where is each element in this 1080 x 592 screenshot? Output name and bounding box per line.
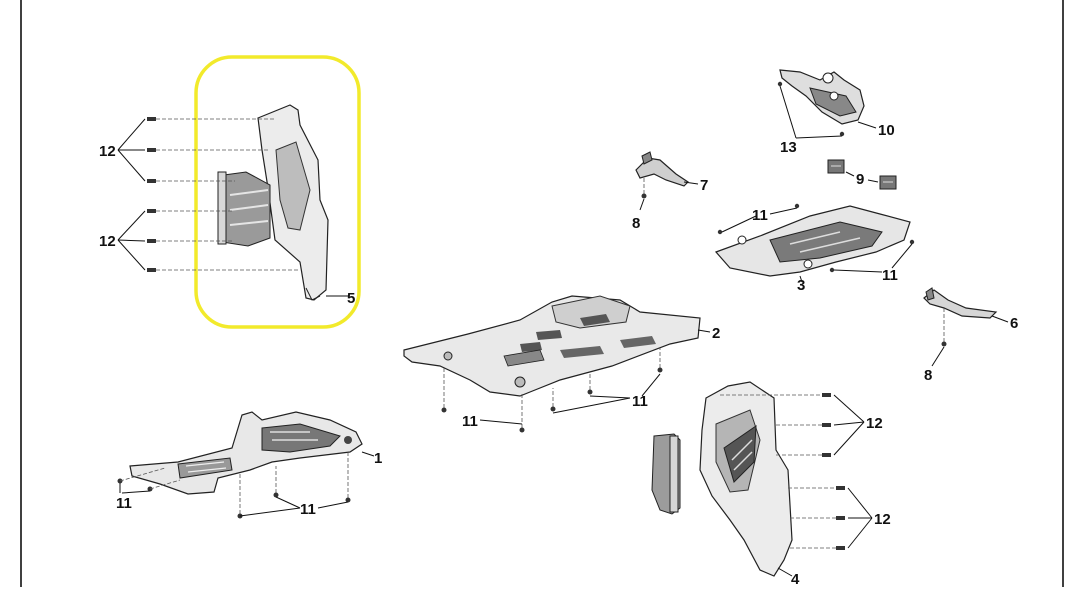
callout-13: 13 [780,139,797,156]
callout-12-lower: 12 [99,233,116,250]
callout-12-upper: 12 [99,143,116,160]
part-4-side-panel[interactable]: 12 12 4 [651,381,891,588]
part-5-side-panel[interactable]: 12 12 5 [99,55,361,329]
part-2-center-skid-plate[interactable]: 11 11 2 [403,295,720,433]
callout-11-p3-top: 11 [752,207,768,224]
callout-4: 4 [791,571,800,587]
part-7-bracket[interactable]: 7 8 [632,151,708,232]
callout-11-p1-left: 11 [116,495,132,512]
callout-12-p4-lower: 12 [874,511,891,528]
part-6-bracket[interactable]: 6 8 [923,287,1018,384]
callout-7: 7 [700,177,708,194]
callout-11-p1-bottom: 11 [300,501,316,518]
part-10-cover[interactable]: 13 10 [777,69,895,156]
part-1-front-skid-plate[interactable]: 11 11 1 [116,411,382,519]
callout-3: 3 [797,277,805,294]
callout-5: 5 [347,290,355,307]
callout-6: 6 [1010,315,1018,332]
callout-12-p4-upper: 12 [866,415,883,432]
highlight-box [194,55,361,329]
part-9-clips[interactable]: 9 [827,159,897,190]
callout-11-p2-left: 11 [462,413,478,430]
callout-11-p2-right: 11 [632,393,648,410]
callout-11-p3-bottom: 11 [882,267,898,284]
part-3-rear-skid-plate[interactable]: 11 11 3 [714,203,915,294]
callout-9: 9 [856,171,864,188]
callout-8-p6: 8 [924,367,932,384]
callout-1: 1 [374,450,382,467]
callout-8-p7: 8 [632,215,640,232]
callout-2: 2 [712,325,720,342]
callout-10: 10 [878,122,895,139]
